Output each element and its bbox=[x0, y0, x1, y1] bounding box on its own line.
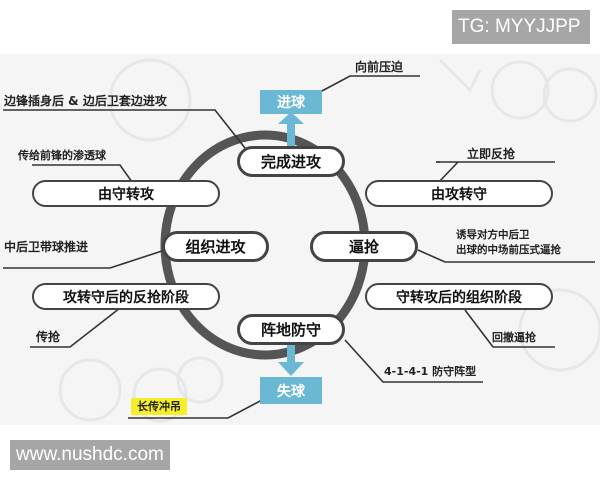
transition-defense-to-attack: 由守转攻 bbox=[32, 180, 220, 207]
goal-scored-box: 进球 bbox=[260, 90, 322, 114]
annotation-forward-press: 向前压迫 bbox=[355, 60, 404, 74]
annotation-pass-press: 传抢 bbox=[36, 330, 61, 344]
transition-organize-phase: 守转攻后的组织阶段 bbox=[365, 283, 553, 310]
transition-attack-to-defense: 由攻转守 bbox=[365, 180, 553, 207]
annotation-through-ball: 传给前锋的渗透球 bbox=[18, 149, 106, 162]
watermark-bottom: www.nushdc.com bbox=[10, 440, 170, 470]
phase-complete-attack: 完成进攻 bbox=[237, 146, 345, 177]
goal-conceded-box: 失球 bbox=[260, 377, 322, 404]
transition-counter-press-phase: 攻转守后的反抢阶段 bbox=[32, 283, 220, 310]
annotation-induce-press-line1: 诱导对方中后卫 bbox=[456, 229, 530, 241]
watermark-top: TG: MYYJJPP bbox=[452, 10, 590, 44]
annotation-retreat-press: 回撤逼抢 bbox=[492, 331, 536, 344]
annotation-winger-overlap: 边锋插身后 & 边后卫套边进攻 bbox=[4, 94, 167, 108]
annotation-immediate-counterpress: 立即反抢 bbox=[467, 147, 516, 161]
phase-positional-defense: 阵地防守 bbox=[237, 314, 345, 345]
annotation-cb-carry: 中后卫带球推进 bbox=[4, 240, 89, 254]
phase-build-up: 组织进攻 bbox=[162, 231, 269, 262]
annotation-induce-press-line2: 出球的中场前压式逼抢 bbox=[456, 244, 561, 256]
tactics-cycle-diagram: 进球 失球 完成进攻 组织进攻 逼抢 阵地防守 由守转攻 由攻转守 攻转守后的反… bbox=[0, 54, 600, 425]
annotation-long-ball: 长传冲吊 bbox=[131, 398, 187, 415]
annotation-formation: 4-1-4-1 防守阵型 bbox=[384, 365, 477, 378]
phase-press: 逼抢 bbox=[310, 231, 418, 262]
